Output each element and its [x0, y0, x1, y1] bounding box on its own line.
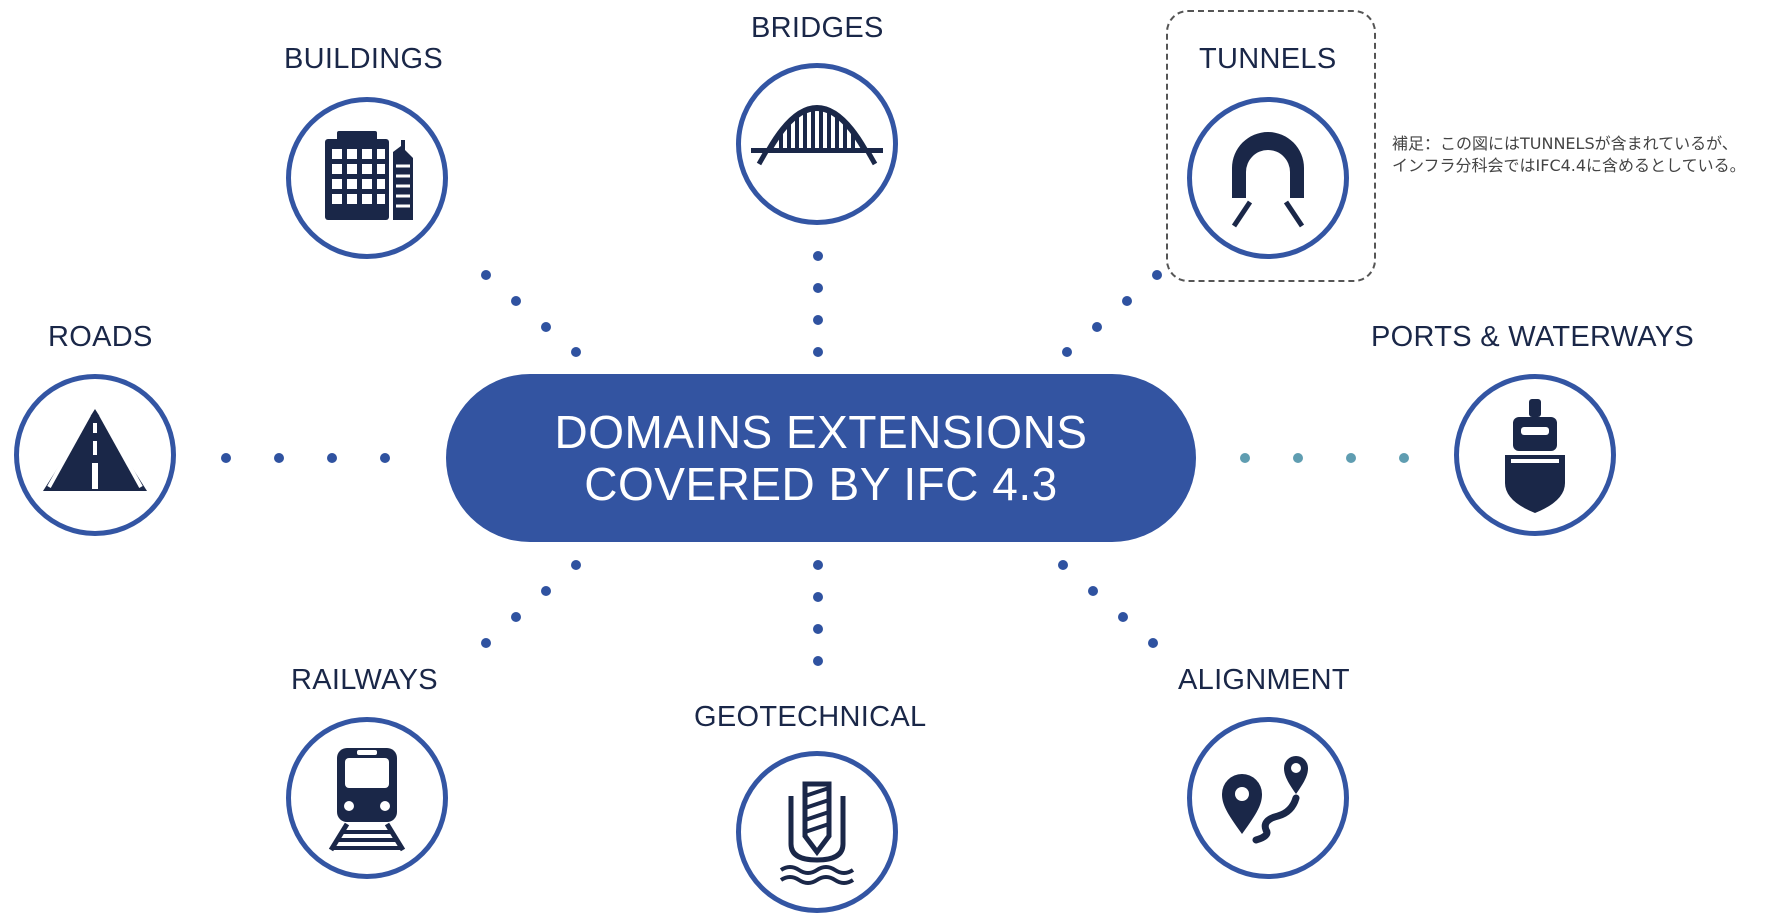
hub-line-1: DOMAINS EXTENSIONS	[554, 406, 1088, 458]
connector-dot	[1240, 453, 1250, 463]
connector-dot	[380, 453, 390, 463]
connector-dot	[1122, 296, 1132, 306]
domain-circle-ports-waterways	[1454, 374, 1616, 536]
bridge-icon	[751, 105, 883, 166]
drill-icon	[779, 781, 855, 885]
connector-dot	[541, 322, 551, 332]
map-pin-route-icon	[1222, 756, 1308, 844]
ship-icon	[1505, 399, 1565, 513]
label-tunnels: TUNNELS	[1199, 43, 1337, 75]
connector-dot	[1092, 322, 1102, 332]
domain-circle-railways	[286, 717, 448, 879]
connector-dot	[1088, 586, 1098, 596]
label-alignment: ALIGNMENT	[1178, 664, 1350, 696]
connector-dot	[481, 270, 491, 280]
connector-dot	[274, 453, 284, 463]
connector-dot	[1118, 612, 1128, 622]
connector-dot	[1058, 560, 1068, 570]
connector-dot	[511, 612, 521, 622]
connector-dot	[813, 624, 823, 634]
note-line-2: インフラ分科会ではIFC4.4に含めるとしている。	[1392, 156, 1746, 175]
label-roads: ROADS	[48, 321, 153, 353]
connector-dot	[221, 453, 231, 463]
label-bridges: BRIDGES	[751, 12, 884, 44]
connector-dot	[813, 656, 823, 666]
connector-dot	[571, 347, 581, 357]
connector-dot	[813, 315, 823, 325]
label-railways: RAILWAYS	[291, 664, 438, 696]
domain-circle-bridges	[736, 63, 898, 225]
connector-dot	[1346, 453, 1356, 463]
note-line-1: 補足：この図にはTUNNELSが含まれているが、	[1392, 134, 1738, 153]
connector-dot	[813, 283, 823, 293]
connector-dot	[541, 586, 551, 596]
tunnel-icon	[1231, 132, 1305, 228]
connector-dot	[813, 347, 823, 357]
road-icon	[43, 409, 147, 491]
connector-dot	[1293, 453, 1303, 463]
connector-dot	[813, 592, 823, 602]
label-buildings: BUILDINGS	[284, 43, 444, 75]
domain-circle-alignment	[1187, 717, 1349, 879]
connector-dot	[571, 560, 581, 570]
connector-dot	[511, 296, 521, 306]
label-ports-waterways: PORTS & WATERWAYS	[1371, 321, 1695, 353]
connector-dot	[327, 453, 337, 463]
connector-dot	[1148, 638, 1158, 648]
domain-circle-roads	[14, 374, 176, 536]
note-text: 補足：この図にはTUNNELSが含まれているが、 インフラ分科会ではIFC4.4…	[1392, 133, 1746, 177]
tunnels-highlight-box	[1166, 10, 1376, 282]
central-hub: DOMAINS EXTENSIONS COVERED BY IFC 4.3	[446, 374, 1196, 542]
label-geotechnical: GEOTECHNICAL	[694, 701, 927, 733]
domain-circle-geotechnical	[736, 751, 898, 913]
connector-dot	[1152, 270, 1162, 280]
connector-dot	[813, 560, 823, 570]
connector-dot	[1399, 453, 1409, 463]
hub-line-2: COVERED BY IFC 4.3	[584, 458, 1058, 510]
domain-circle-tunnels	[1187, 97, 1349, 259]
connector-dot	[1062, 347, 1072, 357]
train-icon	[328, 748, 406, 852]
connector-dot	[481, 638, 491, 648]
building-icon	[325, 131, 413, 220]
domain-circle-buildings	[286, 97, 448, 259]
connector-dot	[813, 251, 823, 261]
